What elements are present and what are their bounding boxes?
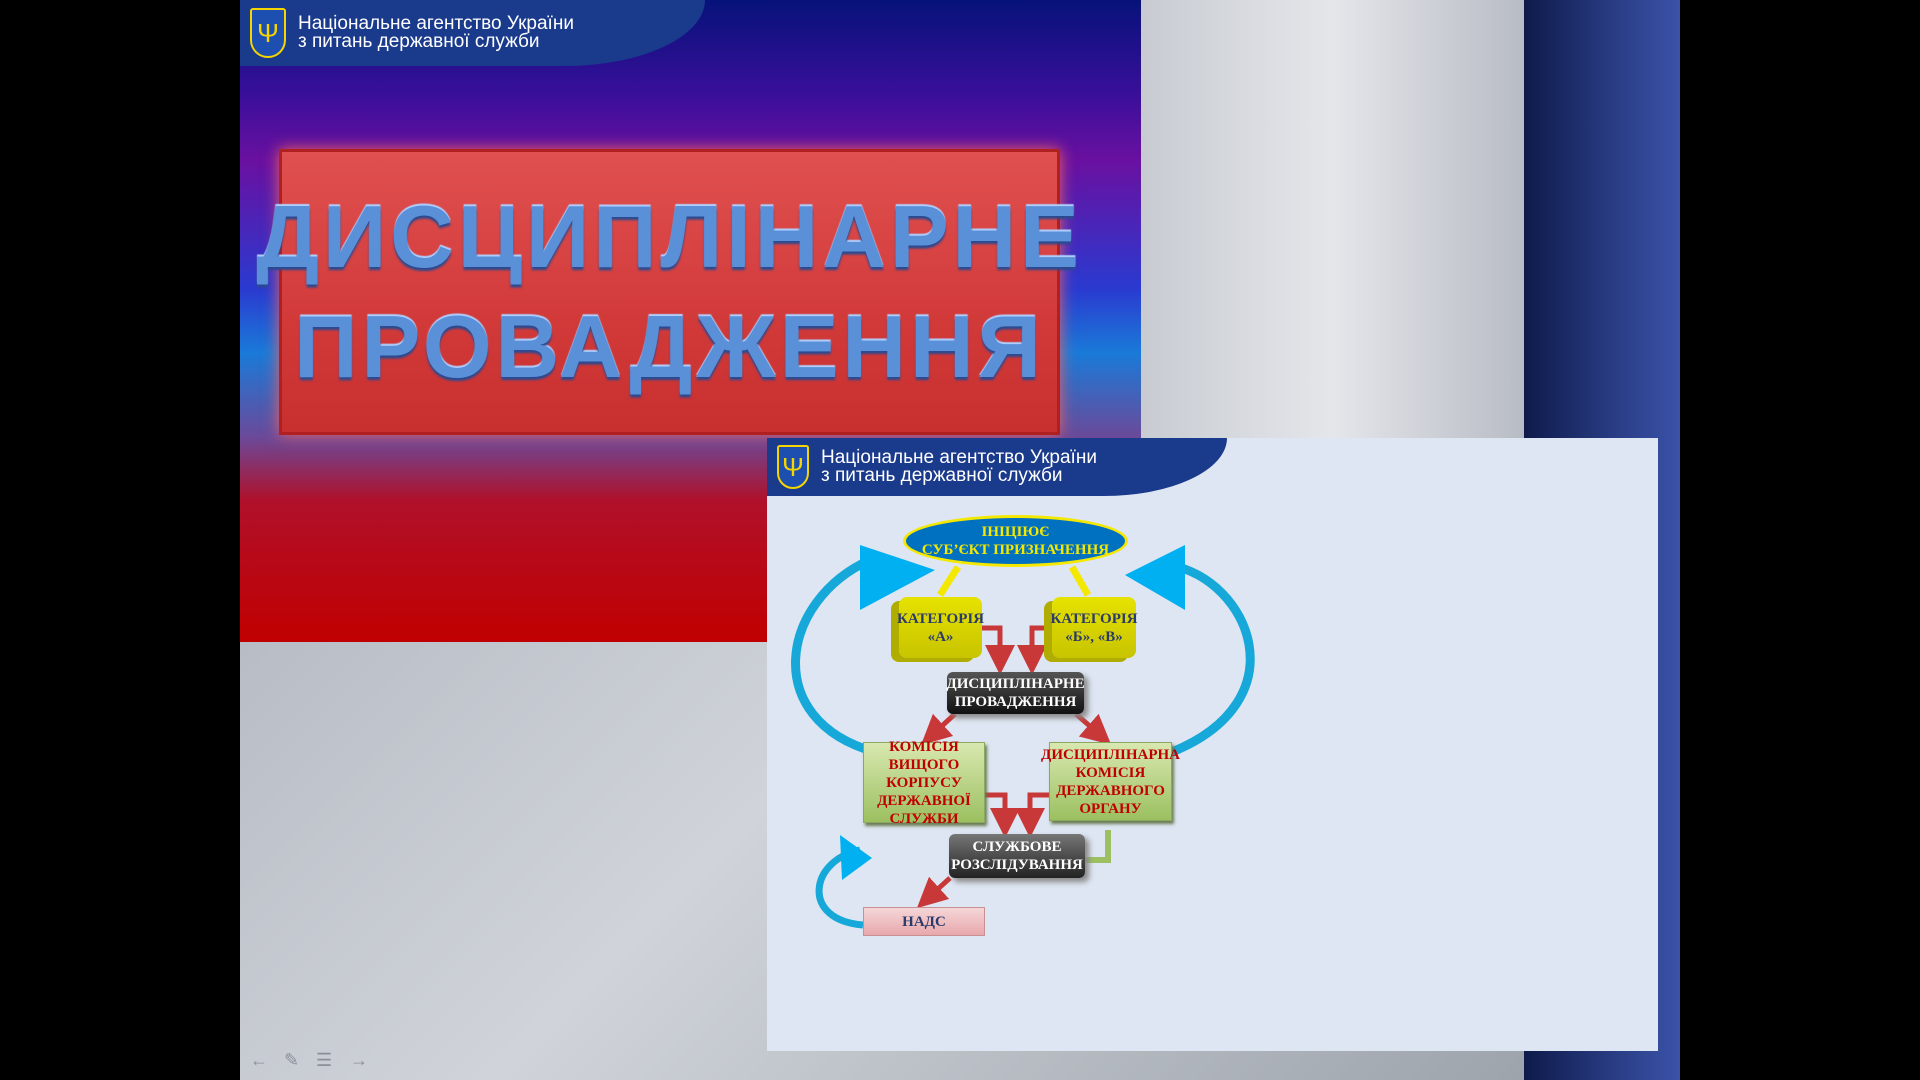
senior-commission-line1: КОМІСІЯ ВИЩОГО <box>888 738 960 773</box>
category-bv-box: КАТЕГОРІЯ«Б», «В» <box>1050 597 1138 658</box>
category-bv-line2: «Б», «В» <box>1065 628 1123 645</box>
body-commission-line4: ОРГАНУ <box>1079 800 1142 817</box>
category-a-box: КАТЕГОРІЯ«А» <box>896 597 985 658</box>
loop-nads-arrowhead <box>840 835 872 880</box>
loop-right-arrowhead <box>1125 545 1185 610</box>
menu-icon[interactable]: ☰ <box>316 1050 333 1070</box>
agency-name-line2: з питань державної служби <box>298 31 540 52</box>
category-a-line1: КАТЕГОРІЯ <box>896 610 985 627</box>
investigation-box: СЛУЖБОВЕ РОЗСЛІДУВАННЯ <box>949 834 1085 878</box>
body-commission-line3: ДЕРЖАВНОГО <box>1056 782 1165 799</box>
proceeding-line2: ПРОВАДЖЕННЯ <box>954 694 1077 710</box>
category-bv-line1: КАТЕГОРІЯ <box>1050 610 1138 627</box>
senior-commission-line3: ДЕРЖАВНОЇ <box>877 792 971 809</box>
body-commission-line1: ДИСЦИПЛІНАРНА <box>1041 746 1180 763</box>
agency-name-line2: з питань державної служби <box>821 465 1063 486</box>
category-a-line2: «А» <box>927 628 954 645</box>
body-commission-line2: КОМІСІЯ <box>1075 764 1146 781</box>
prev-slide-icon[interactable]: ← <box>250 1050 268 1070</box>
initiator-line1: ІНІЦІЮЄ <box>981 524 1050 540</box>
loop-left-arrowhead <box>860 545 935 610</box>
trident-icon: Ψ <box>777 445 809 489</box>
initiator-ellipse: ІНІЦІЮЄ СУБ’ЄКТ ПРИЗНАЧЕННЯ <box>903 515 1128 567</box>
trident-icon: Ψ <box>250 8 286 58</box>
loop-right-arrow <box>1169 560 1255 757</box>
title-banner: ДИСЦИПЛІНАРНЕ ПРОВАДЖЕННЯ <box>256 149 1079 435</box>
nads-box: НАДС <box>863 907 985 936</box>
senior-commission-line2: КОРПУСУ <box>886 774 962 791</box>
title-line2: ПРОВАДЖЕННЯ <box>294 297 1045 396</box>
next-slide-icon[interactable]: → <box>350 1050 368 1070</box>
loop-left-arrow <box>791 555 877 757</box>
title-line1: ДИСЦИПЛІНАРНЕ <box>256 187 1083 286</box>
senior-commission-line4: СЛУЖБИ <box>889 810 959 827</box>
investigation-line1: СЛУЖБОВЕ <box>972 839 1062 855</box>
agency-name-line1: Національне агентство України <box>821 447 1097 468</box>
nads-label: НАДС <box>902 913 946 930</box>
investigation-line2: РОЗСЛІДУВАННЯ <box>951 857 1083 873</box>
initiator-line2: СУБ’ЄКТ ПРИЗНАЧЕННЯ <box>921 542 1110 558</box>
proceeding-box: ДИСЦИПЛІНАРНЕ ПРОВАДЖЕННЯ <box>946 672 1085 714</box>
pen-icon[interactable]: ✎ <box>284 1050 300 1070</box>
agency-name-line1: Національне агентство України <box>298 13 574 34</box>
proceeding-line1: ДИСЦИПЛІНАРНЕ <box>946 676 1085 692</box>
